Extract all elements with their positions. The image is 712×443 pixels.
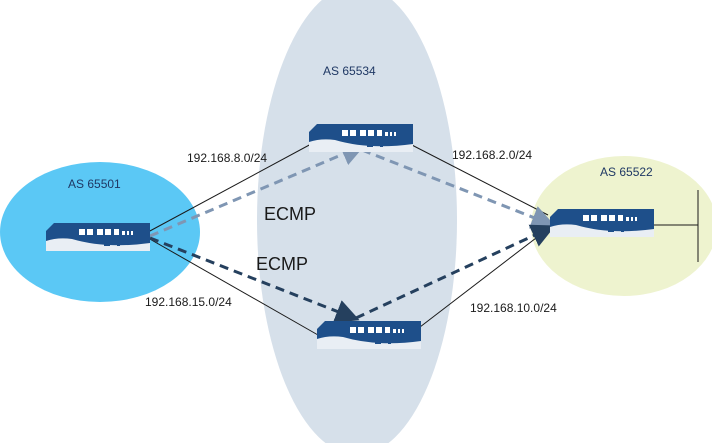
- ecmp-path-lower-left: [149, 236, 360, 323]
- firewall-router-icon: [317, 321, 421, 349]
- as-label-right: AS 65522: [600, 165, 653, 179]
- firewall-router-icon: [309, 124, 413, 152]
- subnet-label-right-bottom: 192.168.10.0/24: [470, 301, 557, 315]
- subnet-label-left-top: 192.168.8.0/24: [187, 151, 267, 165]
- router-as-65501[interactable]: [46, 223, 150, 251]
- as-label-left: AS 65501: [68, 177, 121, 191]
- ecmp-label-lower: ECMP: [256, 254, 308, 274]
- as-label-center: AS 65534: [323, 64, 376, 78]
- router-as-65522[interactable]: [550, 209, 654, 237]
- ecmp-path-upper-left: [149, 142, 366, 238]
- subnet-label-left-bottom: 192.168.15.0/24: [145, 295, 232, 309]
- ecmp-path-upper-right: [361, 148, 556, 229]
- ecmp-label-upper: ECMP: [264, 204, 316, 224]
- firewall-router-icon: [46, 223, 150, 251]
- router-as-65534-bottom[interactable]: [317, 321, 421, 349]
- router-as-65534-top[interactable]: [309, 124, 413, 152]
- subnet-label-right-top: 192.168.2.0/24: [452, 148, 532, 162]
- link-left-bottom: [147, 237, 319, 336]
- ecmp-path-lower-right: [355, 224, 556, 320]
- link-left-top: [147, 142, 314, 233]
- firewall-router-icon: [550, 209, 654, 237]
- link-right-top: [407, 142, 549, 216]
